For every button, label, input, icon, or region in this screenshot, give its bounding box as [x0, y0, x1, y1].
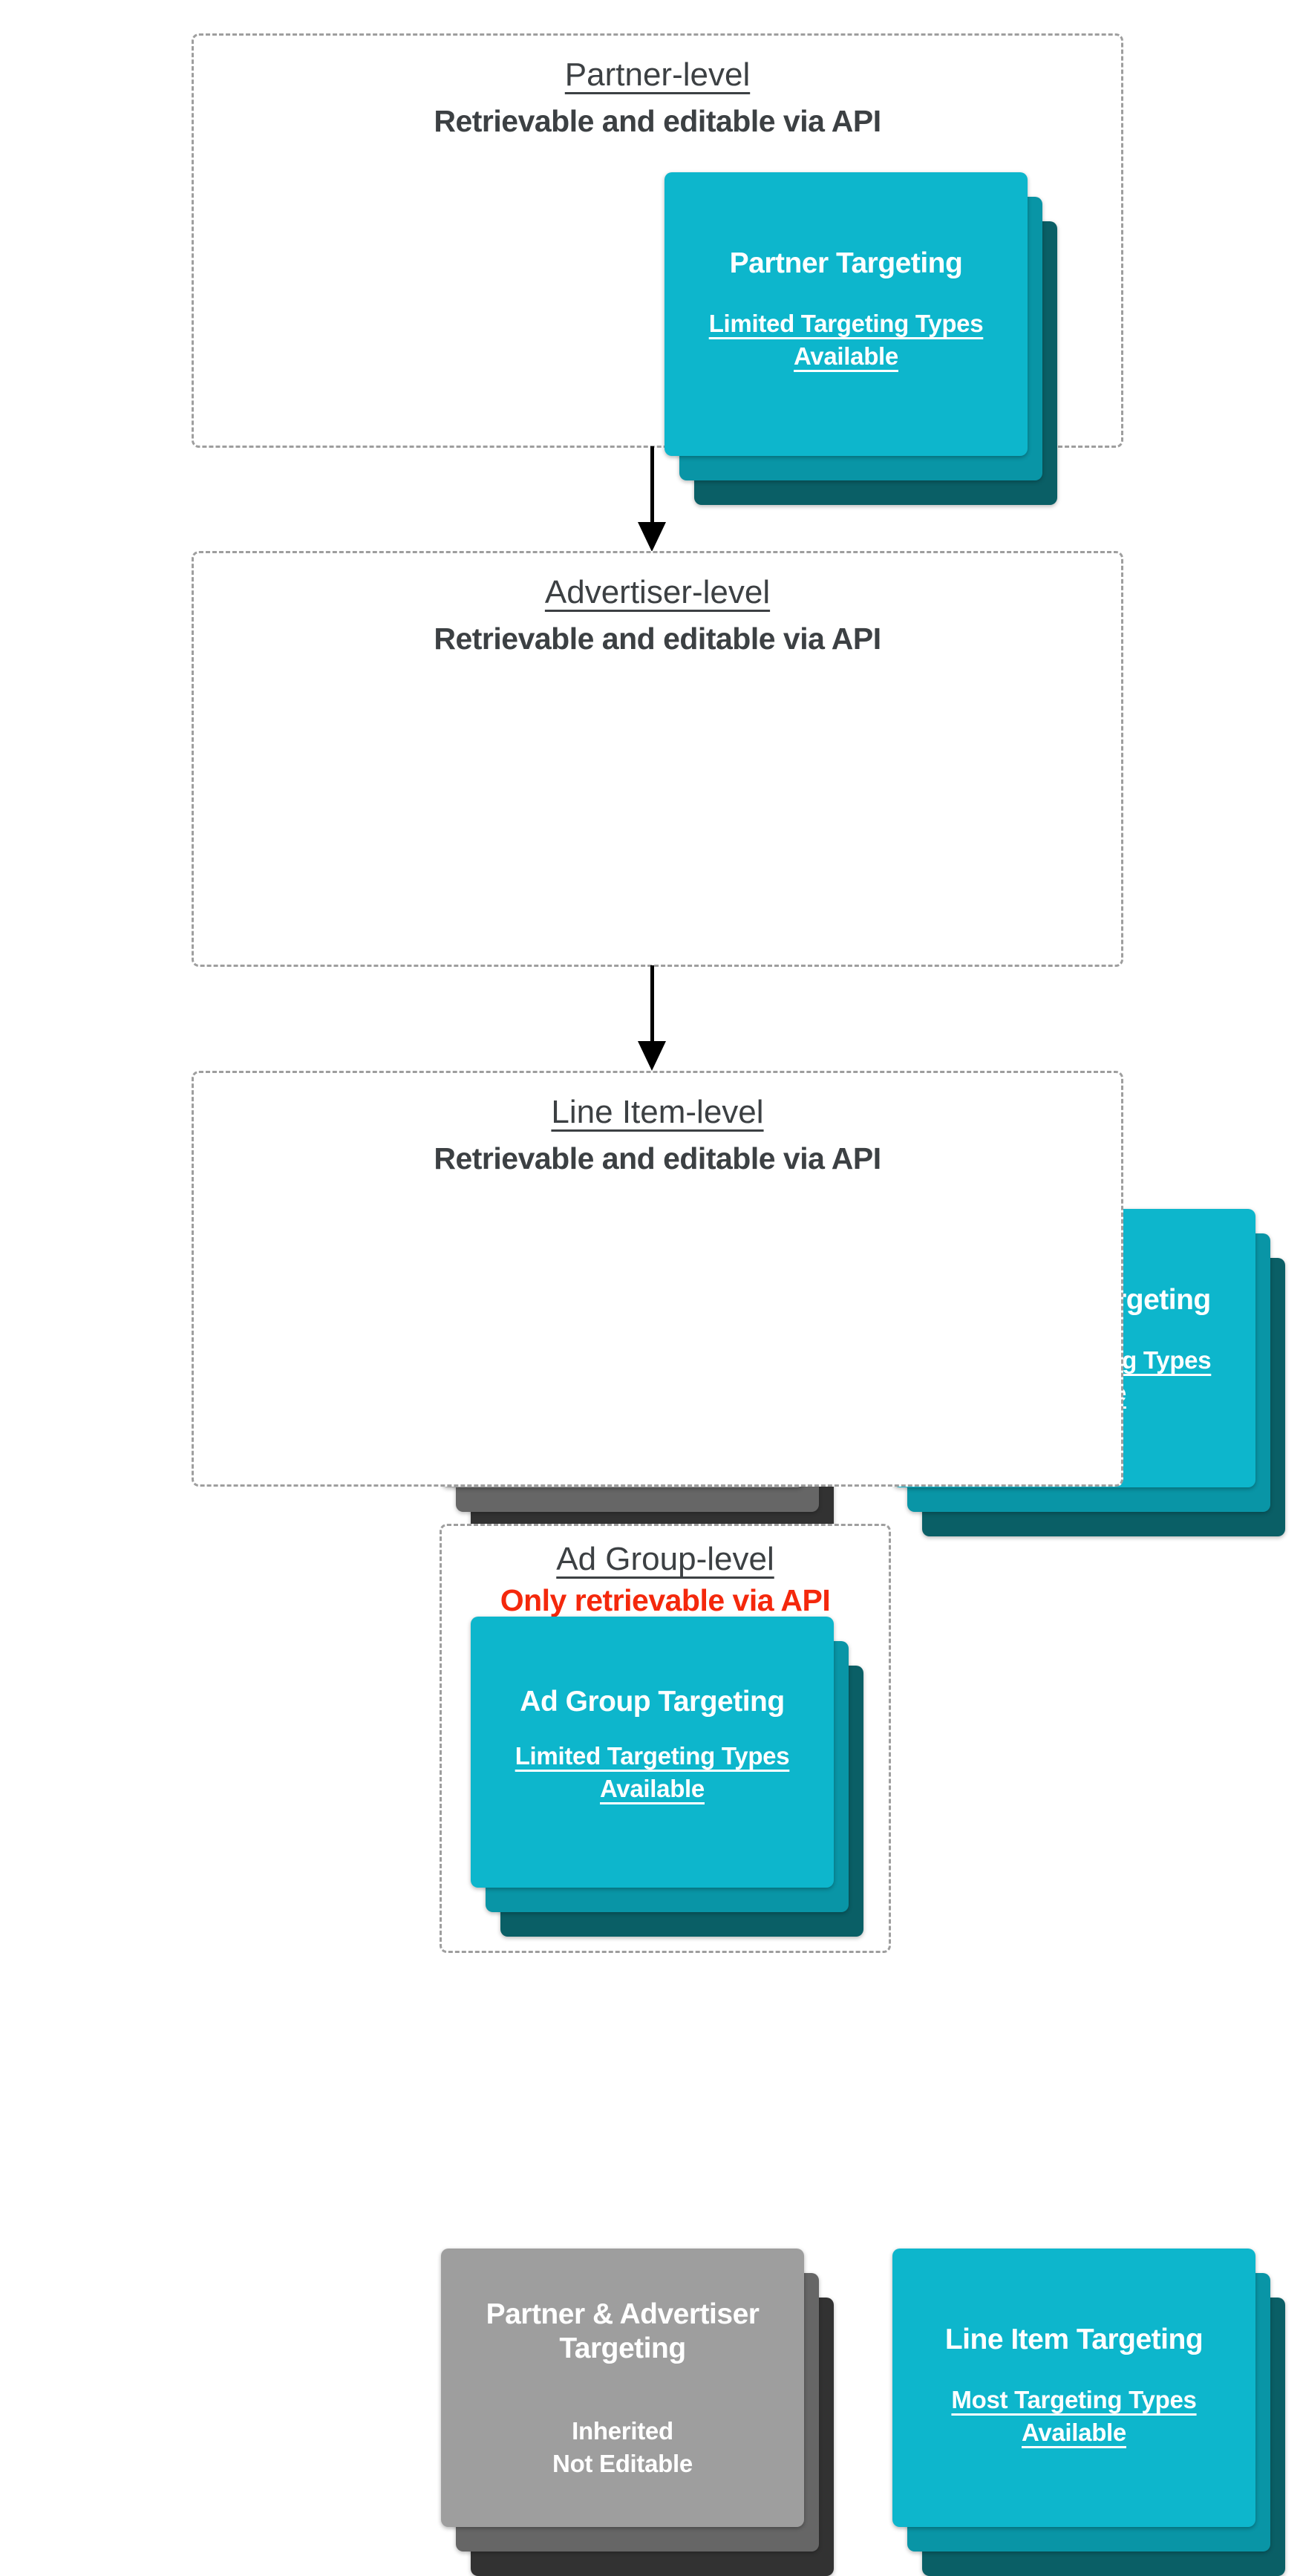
- section-line-item-level: Line Item-level Retrievable and editable…: [192, 1071, 1285, 2576]
- section-partner-level: Partner-level Retrievable and editable v…: [192, 33, 1123, 505]
- card-subtext: Inherited Not Editable: [441, 2415, 804, 2481]
- card-subtext: Limited Targeting Types Available: [664, 307, 1028, 374]
- card-title: Partner Targeting: [729, 247, 963, 279]
- section-title: Advertiser-level: [544, 574, 771, 610]
- card-subtext-line: Available: [1022, 2419, 1126, 2447]
- arrow-line: [650, 965, 654, 1041]
- card-title: Partner & Advertiser Targeting: [486, 2298, 760, 2365]
- targeting-card: Ad Group Targeting Limited Targeting Typ…: [471, 1617, 834, 1888]
- targeting-card: Line Item Targeting Most Targeting Types…: [892, 2249, 1255, 2527]
- section-subtitle: Retrievable and editable via API: [434, 104, 881, 138]
- card-title: Ad Group Targeting: [520, 1686, 785, 1718]
- section-subtitle: Retrievable and editable via API: [434, 1141, 881, 1175]
- card-subtext-line: Not Editable: [552, 2450, 693, 2478]
- card-stack-line-item-targeting: Line Item Targeting Most Targeting Types…: [892, 2249, 1285, 2576]
- card-subtext: Limited Targeting Types Available: [471, 1740, 834, 1806]
- section-subtitle: Retrievable and editable via API: [434, 622, 881, 656]
- card-subtext: Most Targeting Types Available: [892, 2384, 1255, 2450]
- card-subtext-line: Inherited: [572, 2417, 673, 2445]
- card-title: Line Item Targeting: [944, 2324, 1204, 2355]
- section-title: Ad Group-level: [556, 1541, 774, 1577]
- targeting-hierarchy-diagram: Partner-level Retrievable and editable v…: [192, 33, 1285, 2576]
- arrow-line: [650, 446, 654, 522]
- section-title: Line Item-level: [551, 1094, 764, 1130]
- flow-arrow: [638, 965, 666, 1071]
- arrow-head-icon: [638, 522, 666, 552]
- card-subtext-line: Limited Targeting Types: [515, 1742, 790, 1770]
- card-subtext-line: Limited Targeting Types: [708, 310, 984, 338]
- flow-arrow: [638, 446, 666, 552]
- card-stack-inherited-partner-advertiser-targeting: Partner & Advertiser Targeting Inherited…: [441, 2249, 834, 2576]
- card-stack-partner-targeting: Partner Targeting Limited Targeting Type…: [664, 172, 1057, 505]
- section-subtitle: Only retrievable via API: [500, 1583, 831, 1617]
- card-subtext-line: Available: [794, 342, 898, 371]
- card-subtext-line: Most Targeting Types: [951, 2386, 1197, 2414]
- card-subtext-line: Available: [600, 1775, 705, 1803]
- section-advertiser-level: Advertiser-level Retrievable and editabl…: [192, 551, 1285, 1536]
- arrow-head-icon: [638, 1041, 666, 1071]
- targeting-card: Partner Targeting Limited Targeting Type…: [664, 172, 1028, 456]
- card-stack-ad-group-targeting: Ad Group Targeting Limited Targeting Typ…: [471, 1617, 863, 1937]
- targeting-card: Partner & Advertiser Targeting Inherited…: [441, 2249, 804, 2527]
- section-title: Partner-level: [564, 56, 751, 93]
